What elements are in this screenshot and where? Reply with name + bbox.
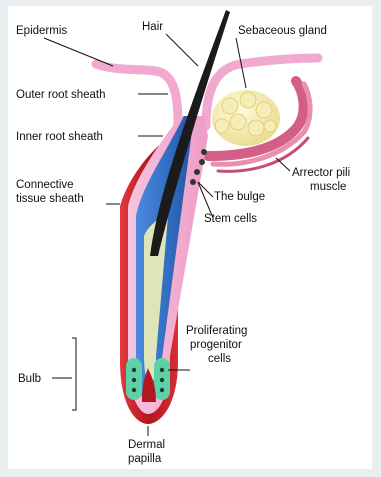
label-outer-root-sheath: Outer root sheath [16,89,106,101]
label-epidermis: Epidermis [16,25,67,37]
label-sebaceous-gland: Sebaceous gland [238,25,327,37]
label-the-bulge: The bulge [214,191,265,203]
diagram-panel: Epidermis Hair Sebaceous gland Outer roo… [8,6,372,469]
label-proliferating-line1: Proliferating [186,325,247,337]
label-inner-root-sheath: Inner root sheath [16,131,103,143]
label-connective-line2: tissue sheath [16,193,84,205]
label-connective-line1: Connective [16,179,74,191]
label-hair: Hair [142,21,163,33]
sebaceous-gland [212,90,280,146]
label-dermal-line2: papilla [128,453,162,465]
label-arrector-pili-line2: muscle [310,181,346,193]
hair-follicle-diagram: Epidermis Hair Sebaceous gland Outer roo… [8,6,372,469]
label-proliferating-line2: progenitor [190,339,242,351]
label-stem-cells: Stem cells [204,213,257,225]
label-dermal-line1: Dermal [128,439,165,451]
label-proliferating-line3: cells [208,353,231,365]
label-arrector-pili-line1: Arrector pili [292,167,350,179]
label-bulb: Bulb [18,373,41,385]
